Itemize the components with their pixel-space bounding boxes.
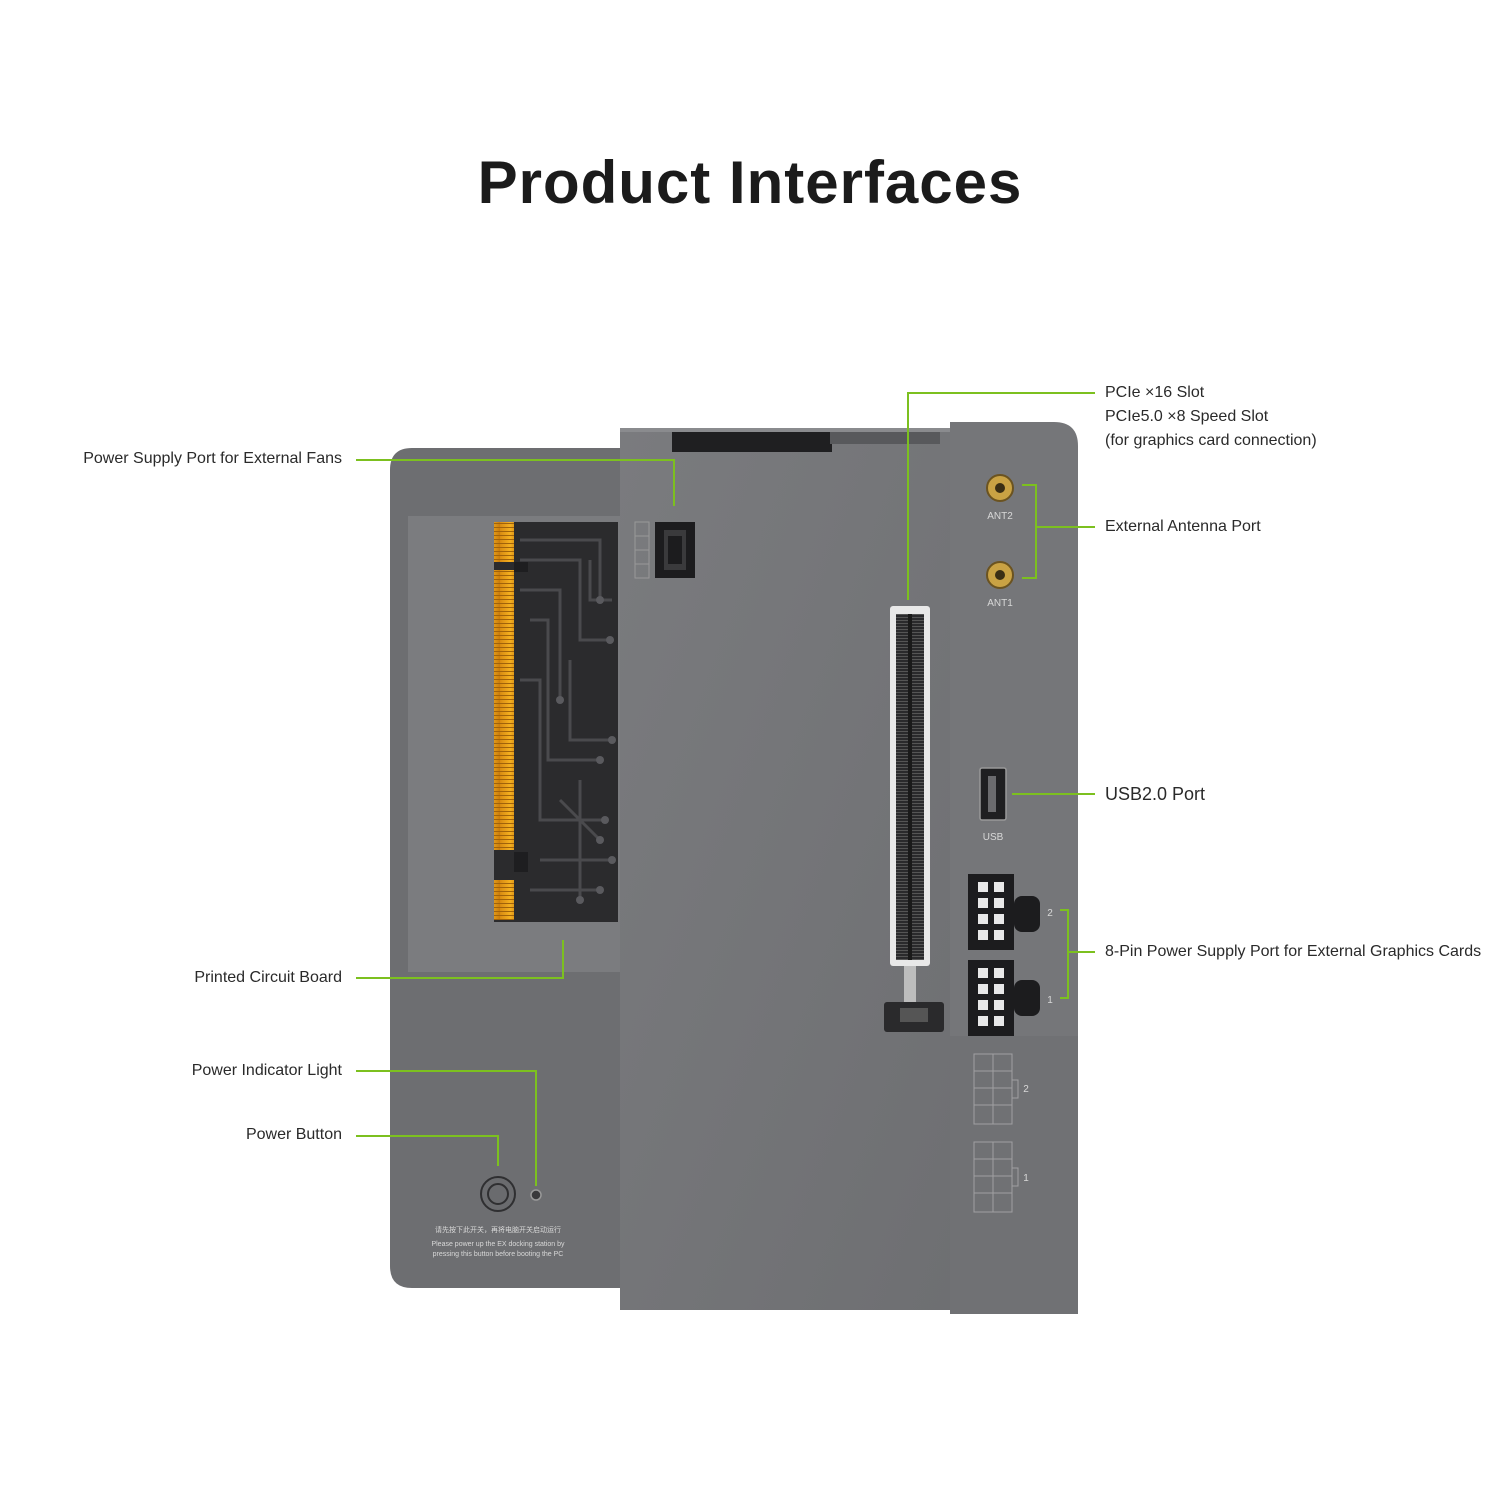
callout-pcie-line2: PCIe5.0 ×8 Speed Slot xyxy=(1105,408,1269,425)
silk-text-en-2: pressing this button before booting the … xyxy=(433,1251,564,1258)
antenna-leader xyxy=(1022,484,1095,579)
callout-usb: USB2.0 Port xyxy=(1105,784,1206,804)
silk-text-en-1: Please power up the EX docking station b… xyxy=(431,1241,565,1248)
usb-label: USB xyxy=(983,832,1004,843)
fan-power-leader xyxy=(356,459,675,506)
fan-pin-map xyxy=(634,521,650,579)
pcb-leader xyxy=(356,940,564,979)
antenna-port-ant1[interactable] xyxy=(986,561,1014,589)
right-panel xyxy=(950,422,1078,1314)
usb-port[interactable] xyxy=(979,767,1007,821)
pin-map-1-label: 1 xyxy=(1023,1173,1029,1184)
callout-pcie-line3: (for graphics card connection) xyxy=(1105,432,1317,449)
callout-fan-power: Power Supply Port for External Fans xyxy=(83,450,342,467)
pcie-leader xyxy=(907,392,1095,600)
eight-pin-port-2[interactable] xyxy=(968,874,1040,950)
callout-antenna: External Antenna Port xyxy=(1105,518,1261,535)
callout-eight-pin: 8-Pin Power Supply Port for External Gra… xyxy=(1105,943,1482,960)
callout-power-button: Power Button xyxy=(245,1126,342,1143)
eight-pin-port-1[interactable] xyxy=(968,960,1040,1036)
power-light-leader xyxy=(356,1070,537,1186)
antenna-port-ant2[interactable] xyxy=(986,474,1014,502)
port-2-label: 2 xyxy=(1047,908,1053,919)
callout-pcie-line1: PCIe ×16 Slot xyxy=(1105,384,1205,401)
ant1-label: ANT1 xyxy=(987,598,1013,609)
printed-circuit-board xyxy=(494,522,618,922)
fan-power-port[interactable] xyxy=(655,522,695,578)
ant2-label: ANT2 xyxy=(987,511,1013,522)
callout-power-light: Power Indicator Light xyxy=(191,1062,342,1079)
power-button-leader xyxy=(356,1135,499,1166)
pin-map-2-label: 2 xyxy=(1023,1084,1029,1095)
port-1-label: 1 xyxy=(1047,995,1053,1006)
silk-text-cn: 请先按下此开关，再将电脑开关启动运行 xyxy=(435,1225,561,1234)
eight-pin-leader xyxy=(1060,909,1095,999)
pin-map-1 xyxy=(973,1141,1019,1213)
callout-lines xyxy=(356,392,1095,1186)
pcie-x16-slot[interactable] xyxy=(884,606,944,1032)
page-title: Product Interfaces xyxy=(477,149,1023,216)
callout-pcb: Printed Circuit Board xyxy=(194,969,342,986)
pin-map-2 xyxy=(973,1053,1019,1125)
power-button[interactable] xyxy=(480,1176,516,1212)
power-indicator-light xyxy=(530,1189,542,1201)
